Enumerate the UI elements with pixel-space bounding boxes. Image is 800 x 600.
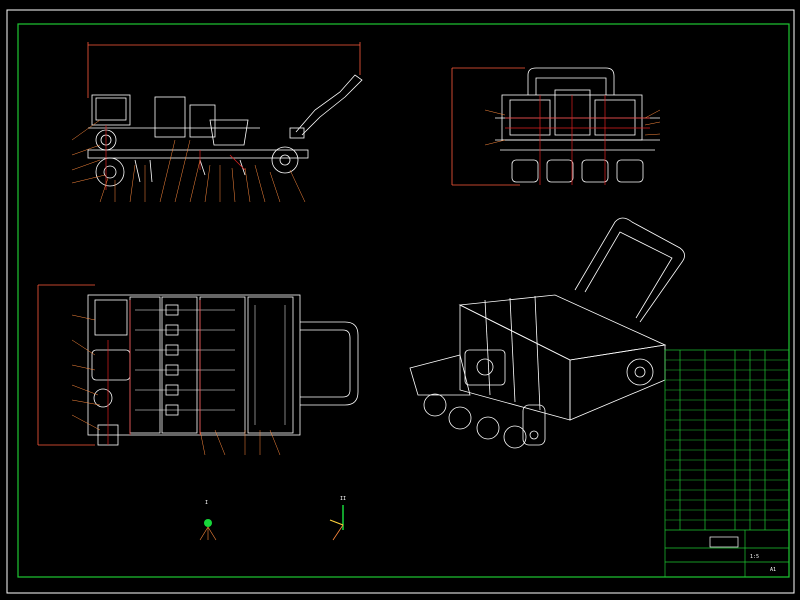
sheet-outer-frame: [6, 9, 795, 594]
title-block-scale: 1:5: [750, 554, 759, 560]
front-view: [87, 42, 363, 187]
title-block-sheet: A1: [770, 567, 776, 573]
sheet-inner-frame: [17, 23, 790, 578]
isometric-view: [409, 217, 685, 449]
detail-ii-label: II: [340, 496, 346, 502]
side-view: [451, 67, 660, 186]
side-view-centerlines: [505, 95, 650, 185]
top-view-leaders: [71, 314, 281, 456]
top-view-rows: [135, 305, 286, 425]
detail-i-label: I: [205, 500, 208, 506]
title-block-rows: [665, 359, 789, 521]
side-view-leaders: [484, 109, 661, 146]
top-view: [37, 284, 359, 446]
top-view-centerlines: [107, 300, 201, 445]
detail-i: I: [199, 500, 217, 541]
front-view-leaders: [71, 119, 306, 203]
front-view-centerlines: [105, 125, 246, 190]
title-block-name-cell: [709, 536, 739, 548]
title-block: [664, 349, 790, 578]
detail-ii: II: [329, 496, 346, 541]
